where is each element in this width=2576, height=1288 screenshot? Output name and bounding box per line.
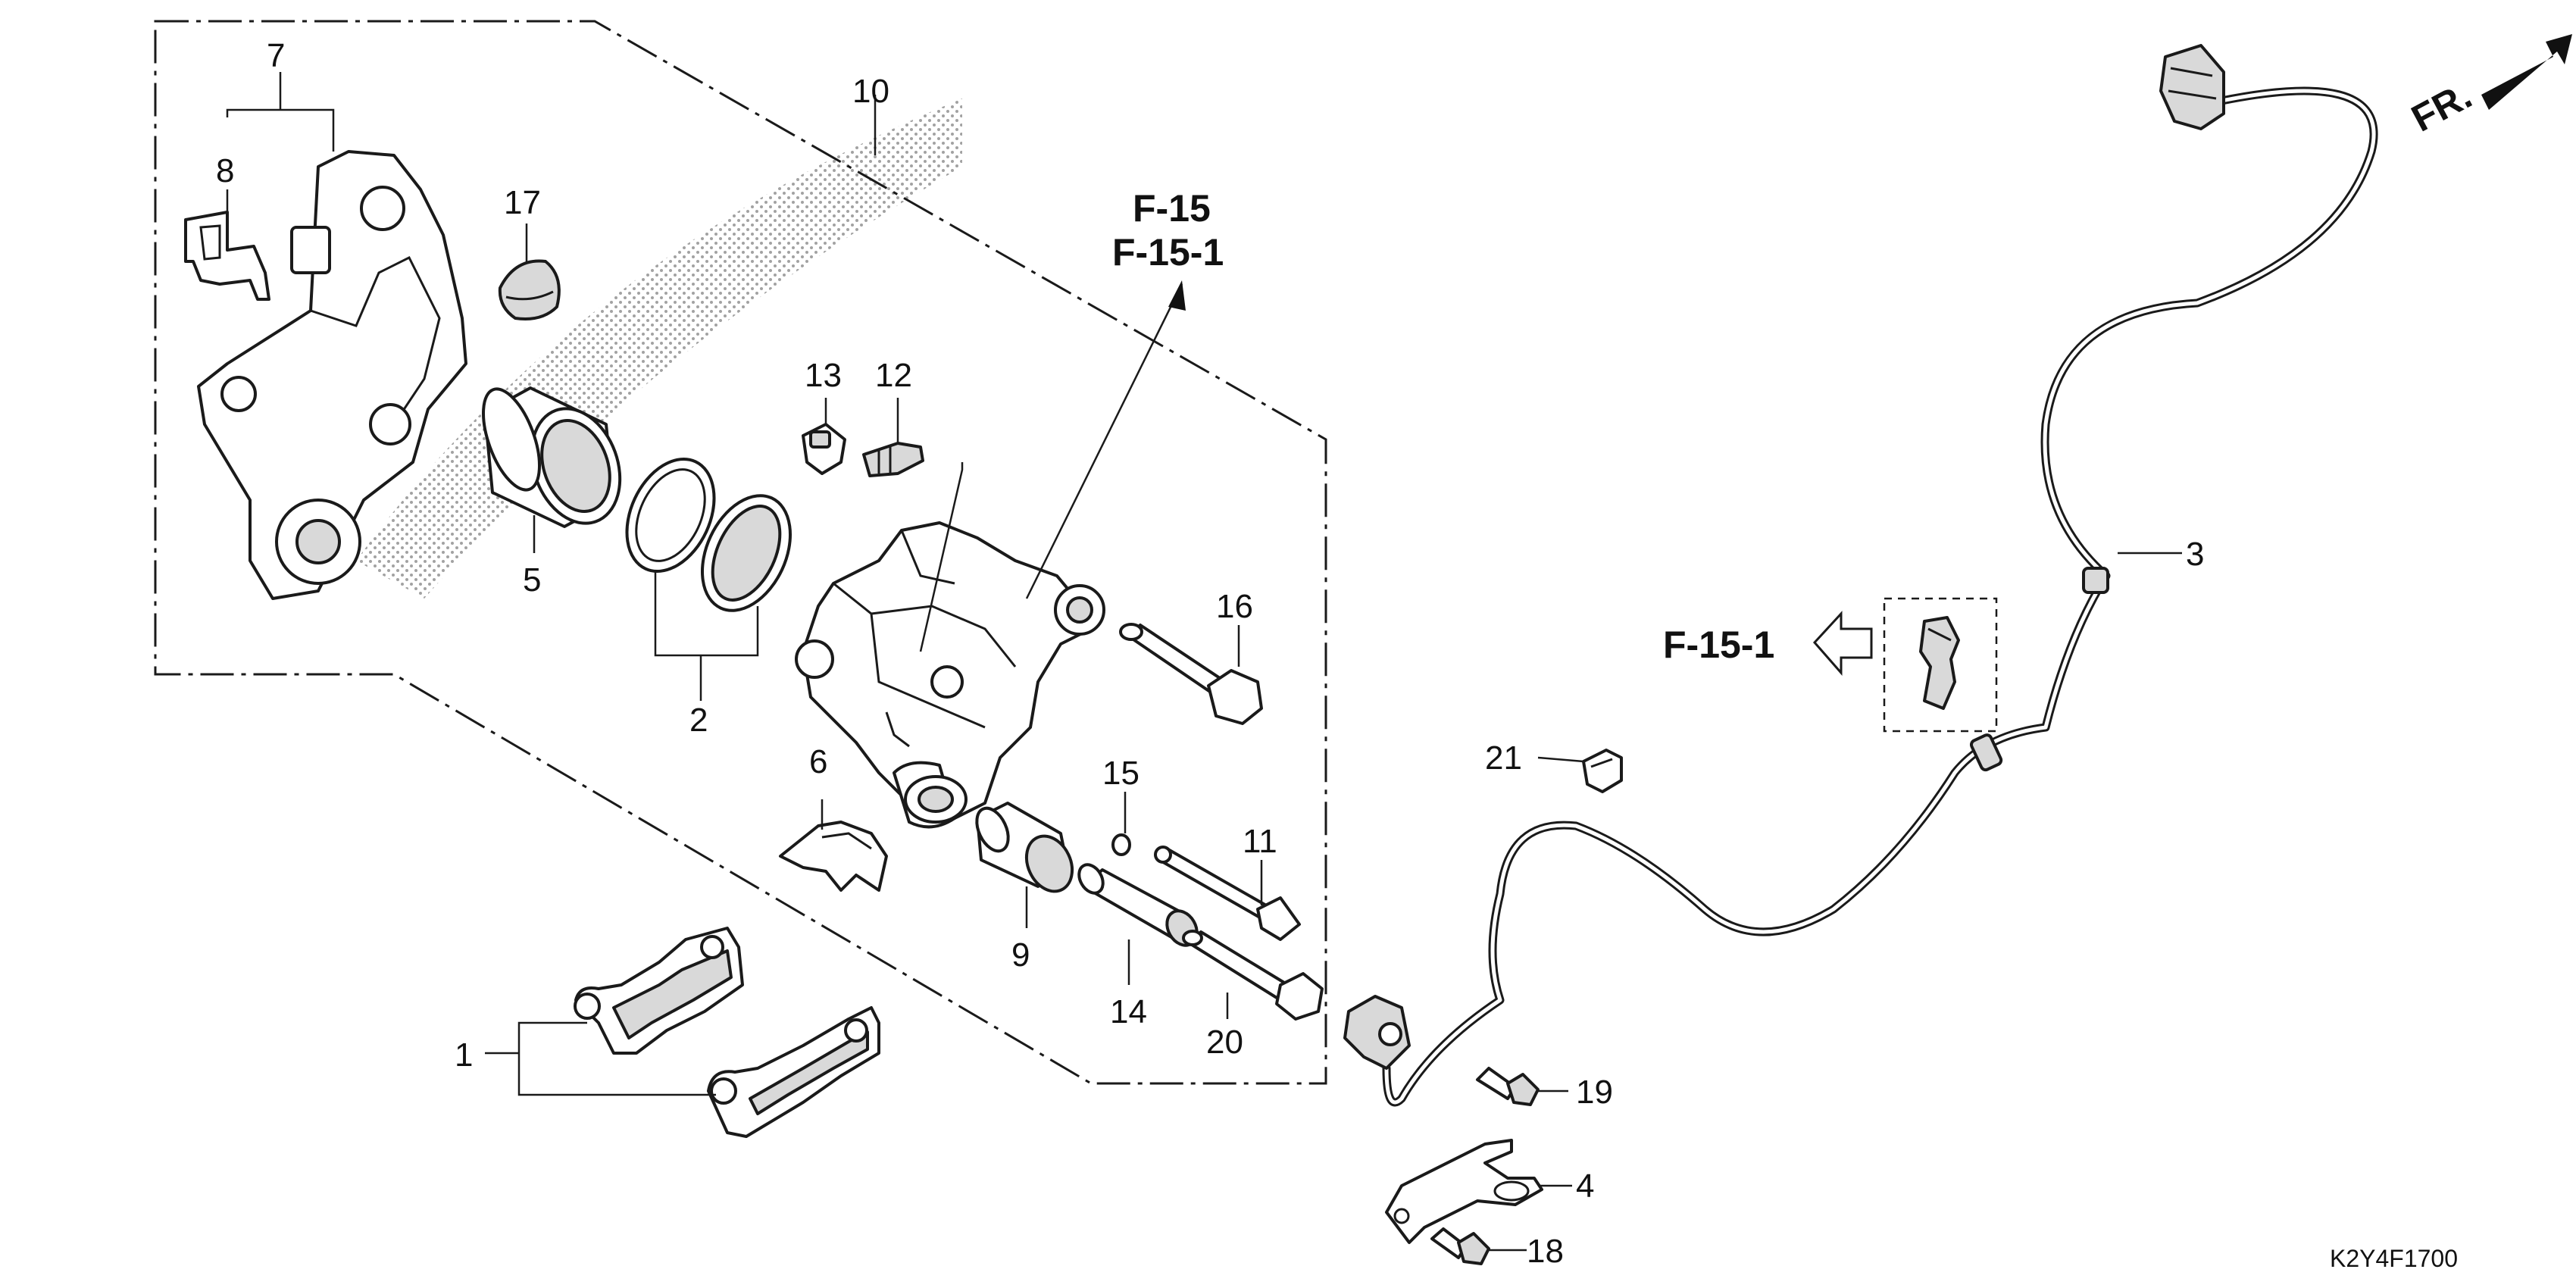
front-label: FR. (2405, 73, 2478, 139)
small-o-ring[interactable] (1111, 833, 1131, 856)
caliper-bracket[interactable] (197, 150, 467, 600)
leader-lines (226, 72, 2182, 1252)
stay-bolt[interactable] (1430, 1227, 1490, 1265)
pad-spring[interactable] (779, 821, 888, 892)
callout-12: 12 (875, 357, 912, 394)
caliper-mount-bolt[interactable] (1182, 930, 1324, 1021)
speed-sensor-wire[interactable] (1382, 86, 2378, 1107)
caliper-pin-bolt[interactable] (1119, 623, 1263, 725)
reference-label-side[interactable]: F-15-1 (1663, 624, 1774, 666)
dust-boot[interactable] (498, 259, 561, 320)
callout-3: 3 (2186, 536, 2204, 573)
wheel-speed-sensor[interactable] (1343, 995, 1411, 1070)
reference-label-top-a[interactable]: F-15 (1133, 187, 1211, 230)
wire-connector[interactable] (2159, 44, 2225, 130)
callout-6: 6 (809, 743, 827, 780)
sensor-bolt[interactable] (1476, 1067, 1540, 1106)
callout-13: 13 (805, 357, 842, 394)
callout-21: 21 (1485, 739, 1522, 777)
pad-pin[interactable] (1154, 846, 1301, 941)
reference-arrowhead-top (1168, 280, 1186, 311)
pin-bushing[interactable] (1074, 861, 1203, 951)
callout-4: 4 (1576, 1168, 1594, 1205)
callout-9: 9 (1011, 936, 1030, 974)
pad-spring-clip[interactable] (184, 211, 270, 301)
callout-2: 2 (689, 702, 708, 739)
callout-16: 16 (1216, 588, 1253, 625)
callout-1: 1 (455, 1036, 473, 1074)
caliper-body[interactable] (795, 521, 1105, 829)
brake-pad-rear[interactable] (574, 927, 744, 1055)
bleeder-screw[interactable] (862, 442, 924, 477)
bleeder-cap[interactable] (802, 423, 846, 475)
wire-clamp[interactable] (1582, 749, 1623, 793)
brake-pad-front[interactable] (707, 1006, 880, 1138)
wire-grommet[interactable] (1969, 567, 2109, 772)
piston-seal-outer[interactable] (685, 482, 808, 625)
clip-detail[interactable] (1919, 616, 1960, 710)
reference-label-top-b[interactable]: F-15-1 (1112, 231, 1224, 274)
reference-arrow-side (1812, 611, 1873, 676)
diagram-code: K2Y4F1700 (2330, 1245, 2458, 1272)
callouts: 7 8 17 10 5 2 13 12 16 6 15 11 9 14 20 1… (216, 37, 2204, 1270)
callout-14: 14 (1110, 993, 1147, 1030)
callout-7: 7 (267, 37, 285, 74)
callout-17: 17 (504, 184, 541, 221)
front-arrow-icon (2481, 34, 2572, 110)
caliper-piston[interactable] (472, 382, 635, 536)
callout-5: 5 (523, 561, 541, 599)
clip-detail-box (1883, 597, 1998, 733)
callout-11: 11 (1243, 823, 1277, 860)
callout-10: 10 (852, 73, 889, 110)
callout-18: 18 (1527, 1233, 1564, 1270)
sensor-wire-stay[interactable] (1385, 1139, 1543, 1244)
assembly-boundary (154, 20, 1327, 1085)
callout-15: 15 (1102, 755, 1140, 792)
piston-seal-inner[interactable] (610, 445, 731, 585)
reference-line-top (1025, 283, 1183, 599)
callout-19: 19 (1576, 1074, 1613, 1111)
callout-20: 20 (1206, 1024, 1243, 1061)
pin-sleeve[interactable] (971, 802, 1080, 899)
callout-8: 8 (216, 152, 234, 189)
